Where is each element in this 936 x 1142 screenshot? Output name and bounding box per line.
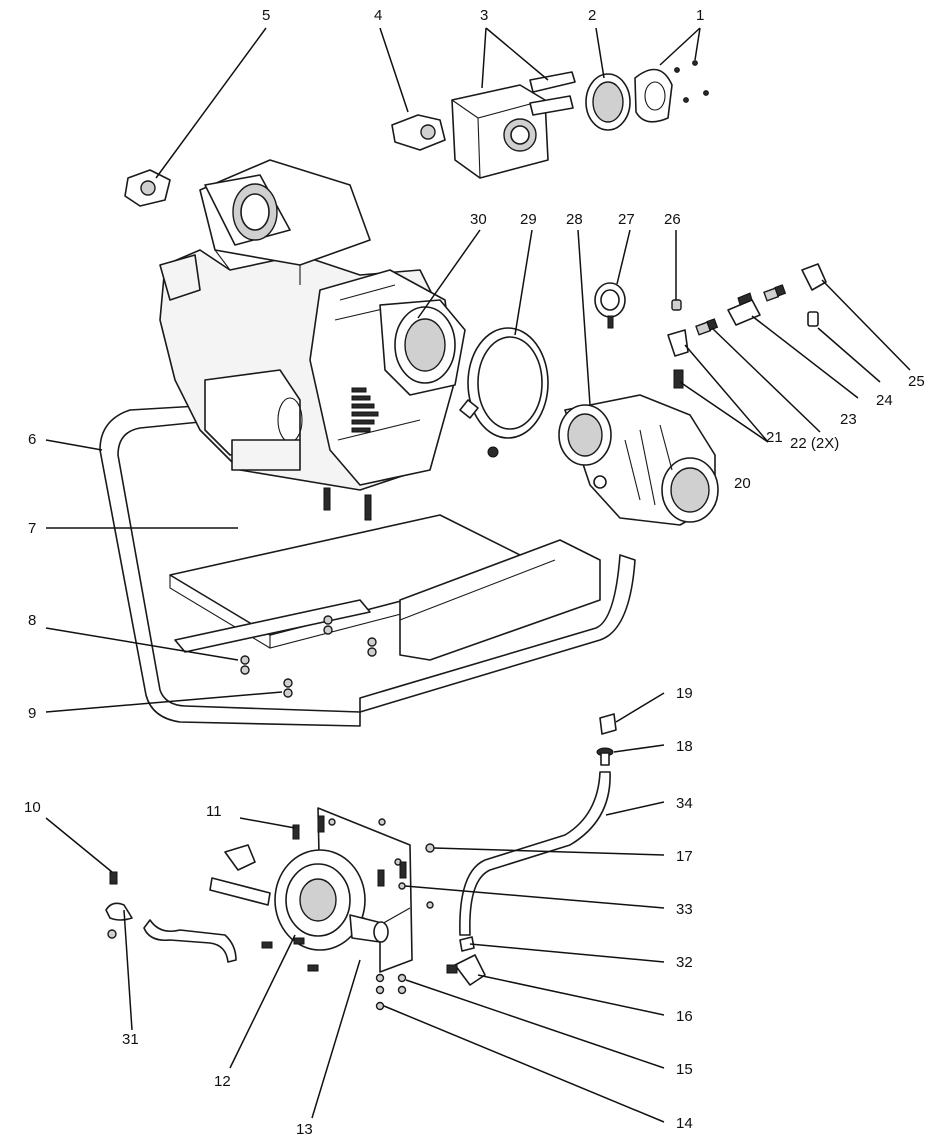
part-16-elbow: [446, 954, 486, 986]
part-12-transfer-pump: [209, 844, 389, 972]
part-27-pressure-gauge: [594, 282, 626, 329]
callout-9: 9: [28, 705, 36, 722]
part-33-washer: [398, 882, 406, 890]
part-28-pump-housing: [558, 394, 719, 526]
part-3-muffler: [451, 71, 576, 179]
callout-30: 30: [470, 211, 487, 228]
callout-25: 25: [908, 373, 925, 390]
callout-3: 3: [480, 7, 488, 24]
part-15-washer: [375, 973, 385, 983]
part-31-clamp: [105, 902, 133, 939]
callout-12: 12: [214, 1073, 231, 1090]
callout-33: 33: [676, 901, 693, 918]
callout-28: 28: [566, 211, 583, 228]
callout-numbers: 1 2 3 4 5 6 7 8 9 10 11 12 13 14 15 16 1…: [24, 7, 925, 1138]
callout-6: 6: [28, 431, 36, 448]
callout-23: 23: [840, 411, 857, 428]
part-23-ball-valve: [727, 292, 761, 326]
callout-17: 17: [676, 848, 693, 865]
part-1-heat-shield: [634, 60, 709, 123]
callout-16: 16: [676, 1008, 693, 1025]
callout-4: 4: [374, 7, 382, 24]
suction-hose: [143, 919, 237, 963]
part-22-fittings: [695, 284, 787, 336]
part-10-bolt: [109, 871, 118, 885]
callout-1: 1: [696, 7, 704, 24]
part-18-fitting: [596, 747, 614, 766]
callout-15: 15: [676, 1061, 693, 1078]
part-17-nut: [425, 843, 435, 853]
callout-22: 22 (2X): [790, 435, 839, 452]
part-2-spark-screen: [585, 73, 631, 131]
part-25-elbow: [801, 263, 827, 291]
callout-27: 27: [618, 211, 635, 228]
callout-20: 20: [734, 475, 751, 492]
callout-32: 32: [676, 954, 693, 971]
callout-31: 31: [122, 1031, 139, 1048]
part-29-clamp: [459, 327, 549, 458]
part-11-bolts: [292, 815, 407, 887]
callout-18: 18: [676, 738, 693, 755]
callout-5: 5: [262, 7, 270, 24]
part-26-plug: [671, 299, 682, 311]
callout-21: 21: [766, 429, 783, 446]
leader-lines: [45, 27, 911, 1123]
part-20-nipple: [673, 369, 684, 389]
callout-26: 26: [664, 211, 681, 228]
callout-10: 10: [24, 799, 41, 816]
engine: [159, 159, 466, 521]
base-frame: [99, 404, 636, 727]
part-34-hose: [459, 771, 611, 936]
callout-19: 19: [676, 685, 693, 702]
callout-11: 11: [206, 803, 222, 820]
callout-7: 7: [28, 520, 36, 537]
callout-8: 8: [28, 612, 36, 629]
callout-24: 24: [876, 392, 893, 409]
callout-29: 29: [520, 211, 537, 228]
part-4-gasket: [391, 114, 446, 151]
part-19-fitting: [599, 713, 617, 735]
callout-34: 34: [676, 795, 693, 812]
part-14-nut: [375, 1001, 385, 1011]
callout-2: 2: [588, 7, 596, 24]
part-32-fitting: [459, 936, 475, 952]
part-24-fitting: [807, 311, 819, 327]
part-21-elbow: [667, 329, 689, 357]
callout-13: 13: [296, 1121, 313, 1138]
callout-14: 14: [676, 1115, 693, 1132]
